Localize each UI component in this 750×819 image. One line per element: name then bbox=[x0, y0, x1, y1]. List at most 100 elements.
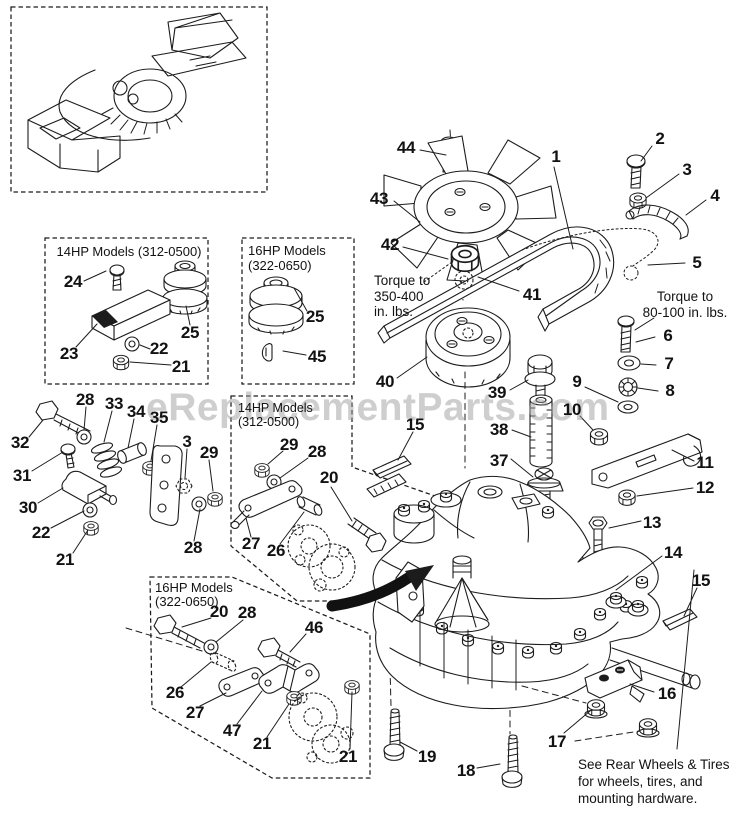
watermark: eReplacementParts.com bbox=[146, 386, 610, 429]
part-label-20b: 20 bbox=[209, 602, 229, 621]
belt-41 bbox=[377, 226, 659, 344]
bracket-30 bbox=[61, 470, 118, 506]
pointer-arrow bbox=[326, 565, 434, 612]
washer-22a bbox=[124, 336, 140, 352]
part-label-21d: 21 bbox=[338, 747, 358, 766]
part-label-30: 30 bbox=[18, 498, 38, 517]
torque-note-bolt-line2: 80-100 in. lbs. bbox=[642, 304, 728, 320]
rear-wheels-note-line1: See Rear Wheels & Tires bbox=[578, 757, 730, 772]
part-label-46: 46 bbox=[304, 618, 324, 637]
clip-4 bbox=[625, 204, 689, 240]
bolt-20b bbox=[153, 614, 205, 649]
part-label-39: 39 bbox=[487, 383, 507, 402]
sleeve-38 bbox=[529, 394, 553, 468]
bolt-6 bbox=[617, 315, 635, 353]
part-label-38: 38 bbox=[489, 420, 509, 439]
part-label-21a: 21 bbox=[171, 357, 191, 376]
part-label-16: 16 bbox=[657, 684, 677, 703]
part-label-7: 7 bbox=[664, 354, 674, 373]
arm-11 bbox=[591, 433, 703, 489]
part-label-45: 45 bbox=[307, 347, 327, 366]
pulley-25b bbox=[248, 276, 304, 335]
part-label-21c: 21 bbox=[252, 734, 272, 753]
box-14hp-mid-title: 14HP Models (312-0500) bbox=[238, 401, 313, 429]
part-label-43: 43 bbox=[369, 189, 389, 208]
part-label-37: 37 bbox=[489, 451, 509, 470]
nut-3b-hidden bbox=[175, 478, 193, 494]
part-label-29a: 29 bbox=[199, 443, 219, 462]
bolt-46 bbox=[257, 637, 301, 668]
part-label-35: 35 bbox=[149, 408, 169, 427]
torque-note-fan-line1: Torque to bbox=[374, 273, 431, 288]
part-label-25b: 25 bbox=[305, 307, 325, 326]
pin-26b-hidden bbox=[209, 652, 237, 672]
part-label-32: 32 bbox=[10, 433, 30, 452]
part-label-28d: 28 bbox=[237, 603, 257, 622]
nut-17b bbox=[636, 718, 660, 738]
rear-wheels-note: See Rear Wheels & Tires for wheels, tire… bbox=[578, 756, 730, 807]
key-15a bbox=[366, 455, 412, 498]
part-label-31: 31 bbox=[12, 466, 32, 485]
box-14hp-top bbox=[44, 237, 209, 385]
fan-group bbox=[383, 135, 557, 283]
part-label-8: 8 bbox=[665, 381, 675, 400]
part-label-10: 10 bbox=[562, 400, 582, 419]
bolt-18 bbox=[501, 734, 523, 788]
part-label-20a: 20 bbox=[319, 468, 339, 487]
pulley-40 bbox=[425, 307, 511, 388]
part-label-26a: 26 bbox=[266, 541, 286, 560]
bolt-2 bbox=[626, 154, 646, 189]
part-label-41: 41 bbox=[522, 285, 542, 304]
screw-31 bbox=[60, 443, 76, 469]
left-fastener-cluster bbox=[35, 400, 223, 536]
bracket-23 bbox=[91, 289, 171, 341]
rear-wheels-note-line2: for wheels, tires, and bbox=[578, 774, 703, 789]
box-14hp-mid-title-line2: (312-0500) bbox=[238, 414, 300, 429]
rear-wheels-note-line3: mounting hardware. bbox=[578, 791, 698, 806]
part-label-15b: 15 bbox=[691, 571, 711, 590]
part-label-27a: 27 bbox=[241, 534, 261, 553]
washer-7 bbox=[617, 355, 641, 371]
link-27b bbox=[218, 667, 265, 697]
box-16hp-bot-title-line2: (322-0650) bbox=[155, 594, 219, 609]
strap-plate bbox=[149, 445, 183, 526]
nut-21a bbox=[112, 354, 130, 371]
nut-17a bbox=[584, 699, 608, 719]
part-label-15a: 15 bbox=[405, 415, 425, 434]
part-label-44: 44 bbox=[396, 138, 416, 157]
part-label-21b: 21 bbox=[55, 550, 75, 569]
washer-9 bbox=[617, 400, 639, 414]
washer-22b bbox=[82, 502, 98, 518]
nut-12 bbox=[618, 489, 636, 506]
part-label-4: 4 bbox=[710, 186, 720, 205]
bolt-32 bbox=[35, 400, 91, 438]
bracket-16 bbox=[584, 659, 645, 703]
lock-washer-8 bbox=[618, 377, 638, 397]
part-label-42: 42 bbox=[380, 235, 400, 254]
torque-note-fan-line3: in. lbs. bbox=[374, 304, 414, 319]
washer-28b bbox=[191, 496, 207, 512]
part-label-1: 1 bbox=[551, 147, 561, 166]
part-label-13: 13 bbox=[642, 513, 662, 532]
screw-24 bbox=[109, 264, 125, 291]
box-16hp-bot bbox=[125, 576, 371, 779]
axle-boss bbox=[605, 591, 649, 617]
torque-note-fan-line2: 350-400 bbox=[374, 288, 424, 304]
part-label-19: 19 bbox=[417, 747, 437, 766]
pulley-25a bbox=[162, 260, 208, 315]
part-label-3a: 3 bbox=[682, 160, 692, 179]
pin-26a bbox=[296, 496, 323, 516]
breather-cap bbox=[477, 485, 541, 510]
part-label-24: 24 bbox=[63, 272, 83, 291]
link-27a bbox=[230, 480, 303, 530]
spacer-34 bbox=[117, 442, 147, 464]
box-16hp-top-title-line2: (322-0650) bbox=[248, 258, 312, 273]
fan-43 bbox=[383, 135, 557, 283]
part-label-26b: 26 bbox=[165, 683, 185, 702]
box-14hp-mid bbox=[230, 395, 456, 602]
part-label-9: 9 bbox=[572, 372, 582, 391]
bracket-47 bbox=[258, 663, 320, 694]
part-label-6: 6 bbox=[663, 326, 673, 345]
hidden-sprocket-a bbox=[287, 524, 356, 592]
